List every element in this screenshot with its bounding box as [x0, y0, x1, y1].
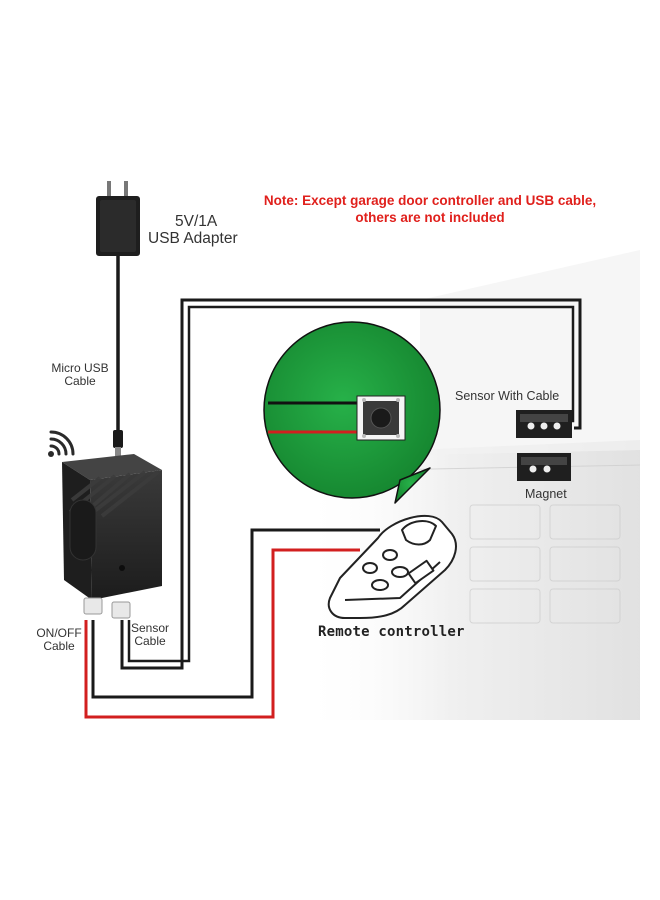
onoff-cable-label-line-1: ON/OFF — [36, 626, 82, 640]
wifi-icon — [48, 430, 75, 457]
garage-door-controller — [62, 454, 162, 619]
onoff-cable-label: ON/OFF Cable — [30, 627, 88, 653]
usb-adapter — [96, 181, 140, 256]
circuit-callout — [263, 321, 441, 504]
remote-controller-label: Remote controller — [318, 624, 465, 640]
usb-adapter-label: 5V/1A USB Adapter — [148, 213, 238, 247]
note-line-2: others are not included — [355, 210, 505, 225]
sensor-with-cable-label: Sensor With Cable — [455, 389, 560, 403]
magnet-label: Magnet — [525, 487, 567, 501]
micro-usb-cable — [113, 255, 123, 457]
micro-usb-cable-label-line-2: Cable — [64, 374, 96, 388]
note-line-1: Note: Except garage door controller and … — [263, 193, 597, 208]
micro-usb-cable-label: Micro USB Cable — [44, 362, 116, 388]
remote-wire-black — [91, 528, 380, 699]
remote-controller — [327, 514, 457, 619]
note-text: Note: Except garage door controller and … — [230, 192, 630, 226]
sensor-block — [516, 410, 572, 438]
usb-adapter-label-line-2: USB Adapter — [148, 230, 238, 247]
usb-adapter-label-line-1: 5V/1A — [175, 213, 218, 230]
sensor-cable-label: Sensor Cable — [120, 622, 180, 648]
onoff-cable-label-line-2: Cable — [43, 639, 75, 653]
micro-usb-cable-label-line-1: Micro USB — [51, 361, 109, 375]
sensor-wire — [120, 298, 582, 670]
remote-wire-red — [84, 548, 360, 719]
sensor-cable-label-line-1: Sensor — [130, 621, 170, 635]
sensor-cable-label-line-2: Cable — [134, 634, 166, 648]
magnet-block — [517, 453, 571, 481]
